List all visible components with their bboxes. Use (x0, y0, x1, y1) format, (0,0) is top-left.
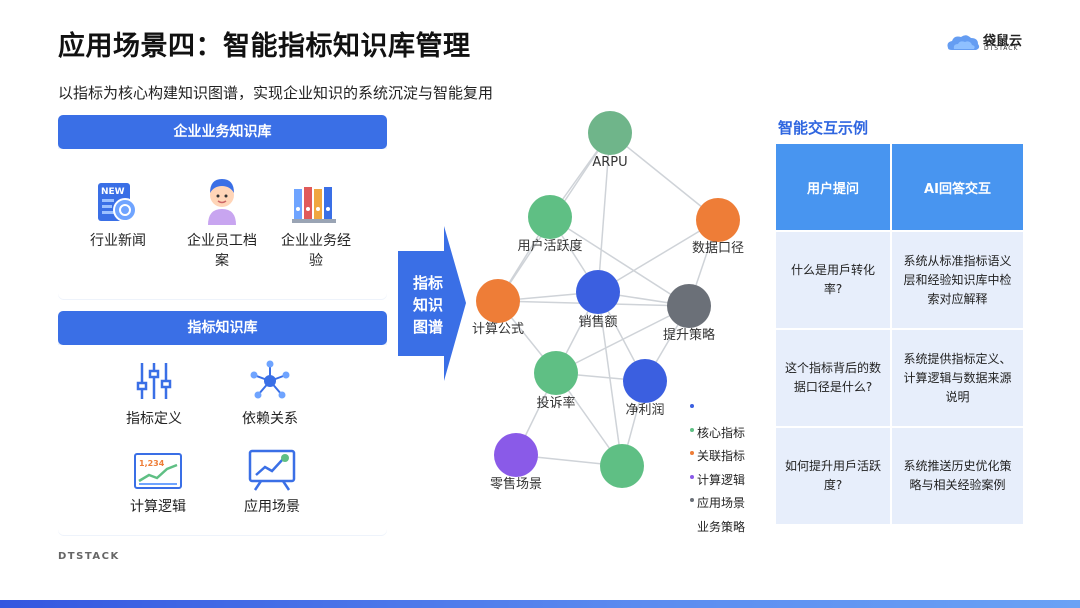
graph-node-extra[interactable] (600, 444, 644, 488)
flow-arrow (398, 226, 466, 381)
qa-question[interactable]: 什么是用戶转化率? (776, 232, 890, 328)
metric-item-dependency[interactable]: 依赖关系 (234, 359, 306, 429)
legend-label: 关联指标 (697, 449, 746, 463)
graph-node-strategy[interactable] (667, 284, 711, 328)
legend-item: 业务策略 (690, 516, 745, 540)
graph-node-label: 净利润 (625, 403, 664, 418)
news-icon: NEW (98, 183, 137, 222)
calc-chart-icon: 1,234 (134, 453, 182, 489)
qa-answer: 系统推送历史优化策略与相关经验案例 (892, 428, 1023, 524)
page-subtitle: 以指标为核心构建知识图谱，实现企业知识的系统沉淀与智能复用 (58, 84, 494, 102)
legend-dot (690, 498, 694, 502)
legend-label: 核心指标 (697, 425, 746, 440)
legend-item: 关联指标 (690, 445, 745, 469)
presentation-icon (248, 449, 296, 491)
svg-text:NEW: NEW (101, 187, 125, 197)
graph-edge (597, 219, 719, 293)
graph-node-complaint[interactable] (534, 351, 578, 395)
graph-edge (609, 132, 719, 221)
graph-edge (597, 132, 611, 293)
graph-node-formula[interactable] (476, 279, 520, 323)
sliders-icon (136, 363, 172, 399)
graph-node-profit[interactable] (623, 359, 667, 403)
knowledge-graph: ARPU 用户活跃度 数据口径计算公式 销售额提升策略投诉率净利润零售场景 (472, 111, 744, 490)
graph-edge (597, 291, 623, 467)
graph-node-label: 零售场景 (490, 476, 542, 490)
metric-panel-body (58, 345, 387, 535)
business-item-label: 行业新闻 (90, 233, 146, 249)
graph-node-active[interactable] (528, 195, 572, 239)
qa-title: 智能交互示例 (778, 119, 869, 137)
metric-item-calculation[interactable]: 1,234 计算逻辑 (122, 451, 194, 517)
footer-brand: DTSTACK (58, 551, 120, 562)
employee-icon (208, 179, 236, 225)
graph-edge (549, 216, 690, 307)
binders-icon (292, 187, 336, 223)
calc-badge: 1,234 (139, 459, 165, 468)
qa-question[interactable]: 这个指标背后的数据口径是什么? (776, 330, 890, 426)
brand-sub: DTSTACK (984, 45, 1019, 52)
qa-header-answer: AI回答交互 (892, 144, 1023, 230)
graph-legend: 核心指标关联指标计算逻辑应用场景业务策略 (690, 398, 745, 539)
legend-item: 核心指标 (690, 422, 745, 446)
graph-node-arpu[interactable] (588, 111, 632, 155)
graph-node-label: 数据口径 (692, 241, 744, 256)
business-panel-title: 企业业务知识库 (58, 115, 387, 149)
network-icon (250, 360, 290, 399)
legend-dot (690, 404, 694, 408)
legend-label: 应用场景 (697, 496, 746, 510)
business-item-employee[interactable]: 企业员工档案 (186, 175, 258, 271)
graph-node-sales[interactable] (576, 270, 620, 314)
qa-table: 用户提问 AI回答交互 什么是用戶转化率? 系统从标准指标语义层和经验知识库中检… (776, 144, 1023, 524)
graph-node-label: ARPU (592, 155, 627, 170)
metric-item-label: 应用场景 (244, 499, 300, 515)
graph-node-label: 用户活跃度 (517, 238, 582, 254)
qa-answer: 系统提供指标定义、计算逻辑与数据来源说明 (892, 330, 1023, 426)
graph-node-label: 提升策略 (663, 327, 715, 343)
metric-item-scenario[interactable]: 应用场景 (236, 449, 308, 517)
metric-item-label: 依赖关系 (242, 411, 298, 427)
brand-name: 袋鼠云 (983, 34, 1023, 49)
legend-dot (690, 451, 694, 455)
graph-node-label: 销售额 (578, 314, 617, 330)
metric-panel-title: 指标知识库 (58, 311, 387, 345)
legend-item: 应用场景 (690, 492, 745, 516)
bottom-accent-bar (0, 600, 1080, 608)
business-item-label: 企业员工档案 (187, 233, 257, 269)
legend-item: 计算逻辑 (690, 469, 745, 493)
business-item-experience[interactable]: 企业业务经验 (280, 181, 352, 271)
qa-question[interactable]: 如何提升用戶活跃度? (776, 428, 890, 524)
legend-label: 计算逻辑 (697, 472, 746, 487)
graph-node-label: 投诉率 (536, 395, 575, 411)
legend-dot (690, 427, 694, 432)
metric-item-definition[interactable]: 指标定义 (118, 359, 190, 429)
metric-item-label: 计算逻辑 (130, 499, 186, 515)
graph-edge (555, 305, 690, 374)
graph-node-caliber[interactable] (696, 198, 740, 242)
business-knowledge-panel: 企业业务知识库 NEW 行业新闻 企业员工档案 (58, 115, 387, 300)
legend-item (690, 398, 745, 422)
business-item-news[interactable]: NEW 行业新闻 (78, 181, 158, 251)
legend-dot (690, 474, 694, 479)
legend-label: 业务策略 (697, 519, 746, 534)
metric-knowledge-panel: 指标知识库 指标定义 依赖关系 1,234 (58, 311, 387, 536)
metric-item-label: 指标定义 (126, 411, 182, 427)
qa-header-question: 用户提问 (776, 144, 890, 230)
cloud-logo-icon (947, 35, 980, 50)
arrow-label: 指标知识图谱 (412, 274, 443, 336)
qa-answer: 系统从标准指标语义层和经验知识库中检索对应解释 (892, 232, 1023, 328)
graph-node-label: 计算公式 (472, 322, 524, 337)
graph-node-retail[interactable] (494, 433, 538, 477)
page-title: 应用场景四：智能指标知识库管理 (58, 31, 471, 62)
business-item-label: 企业业务经验 (281, 233, 351, 269)
